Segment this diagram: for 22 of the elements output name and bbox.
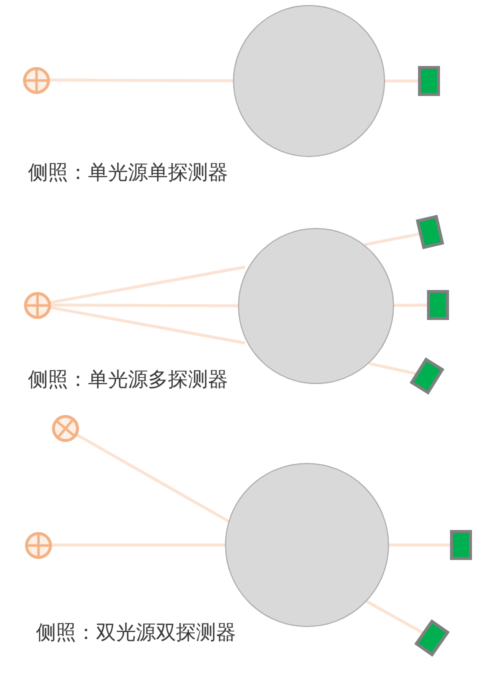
light-path-line	[50, 306, 246, 344]
light-path-line	[52, 544, 225, 546]
light-source-symbol	[22, 66, 50, 94]
light-source-symbol	[52, 414, 78, 442]
light-path-line	[394, 304, 428, 307]
caption-text: 侧照：单光源多探测器	[28, 367, 228, 391]
light-path-line	[76, 433, 230, 523]
caption-text: 侧照：双光源双探测器	[36, 620, 236, 644]
light-path-line	[366, 600, 424, 634]
light-path-line	[364, 232, 420, 246]
light-path-line	[50, 266, 246, 304]
light-source-symbol	[24, 532, 52, 558]
detector-box	[427, 290, 449, 320]
light-source-symbol	[24, 292, 50, 318]
light-path-line	[50, 78, 233, 82]
caption-text: 侧照：单光源单探测器	[28, 160, 228, 184]
light-path-line	[389, 544, 450, 546]
detector-box	[450, 530, 472, 560]
detector-box	[418, 66, 440, 96]
light-path-line	[50, 304, 238, 308]
light-path-line	[368, 362, 416, 375]
light-path-line	[385, 80, 418, 82]
